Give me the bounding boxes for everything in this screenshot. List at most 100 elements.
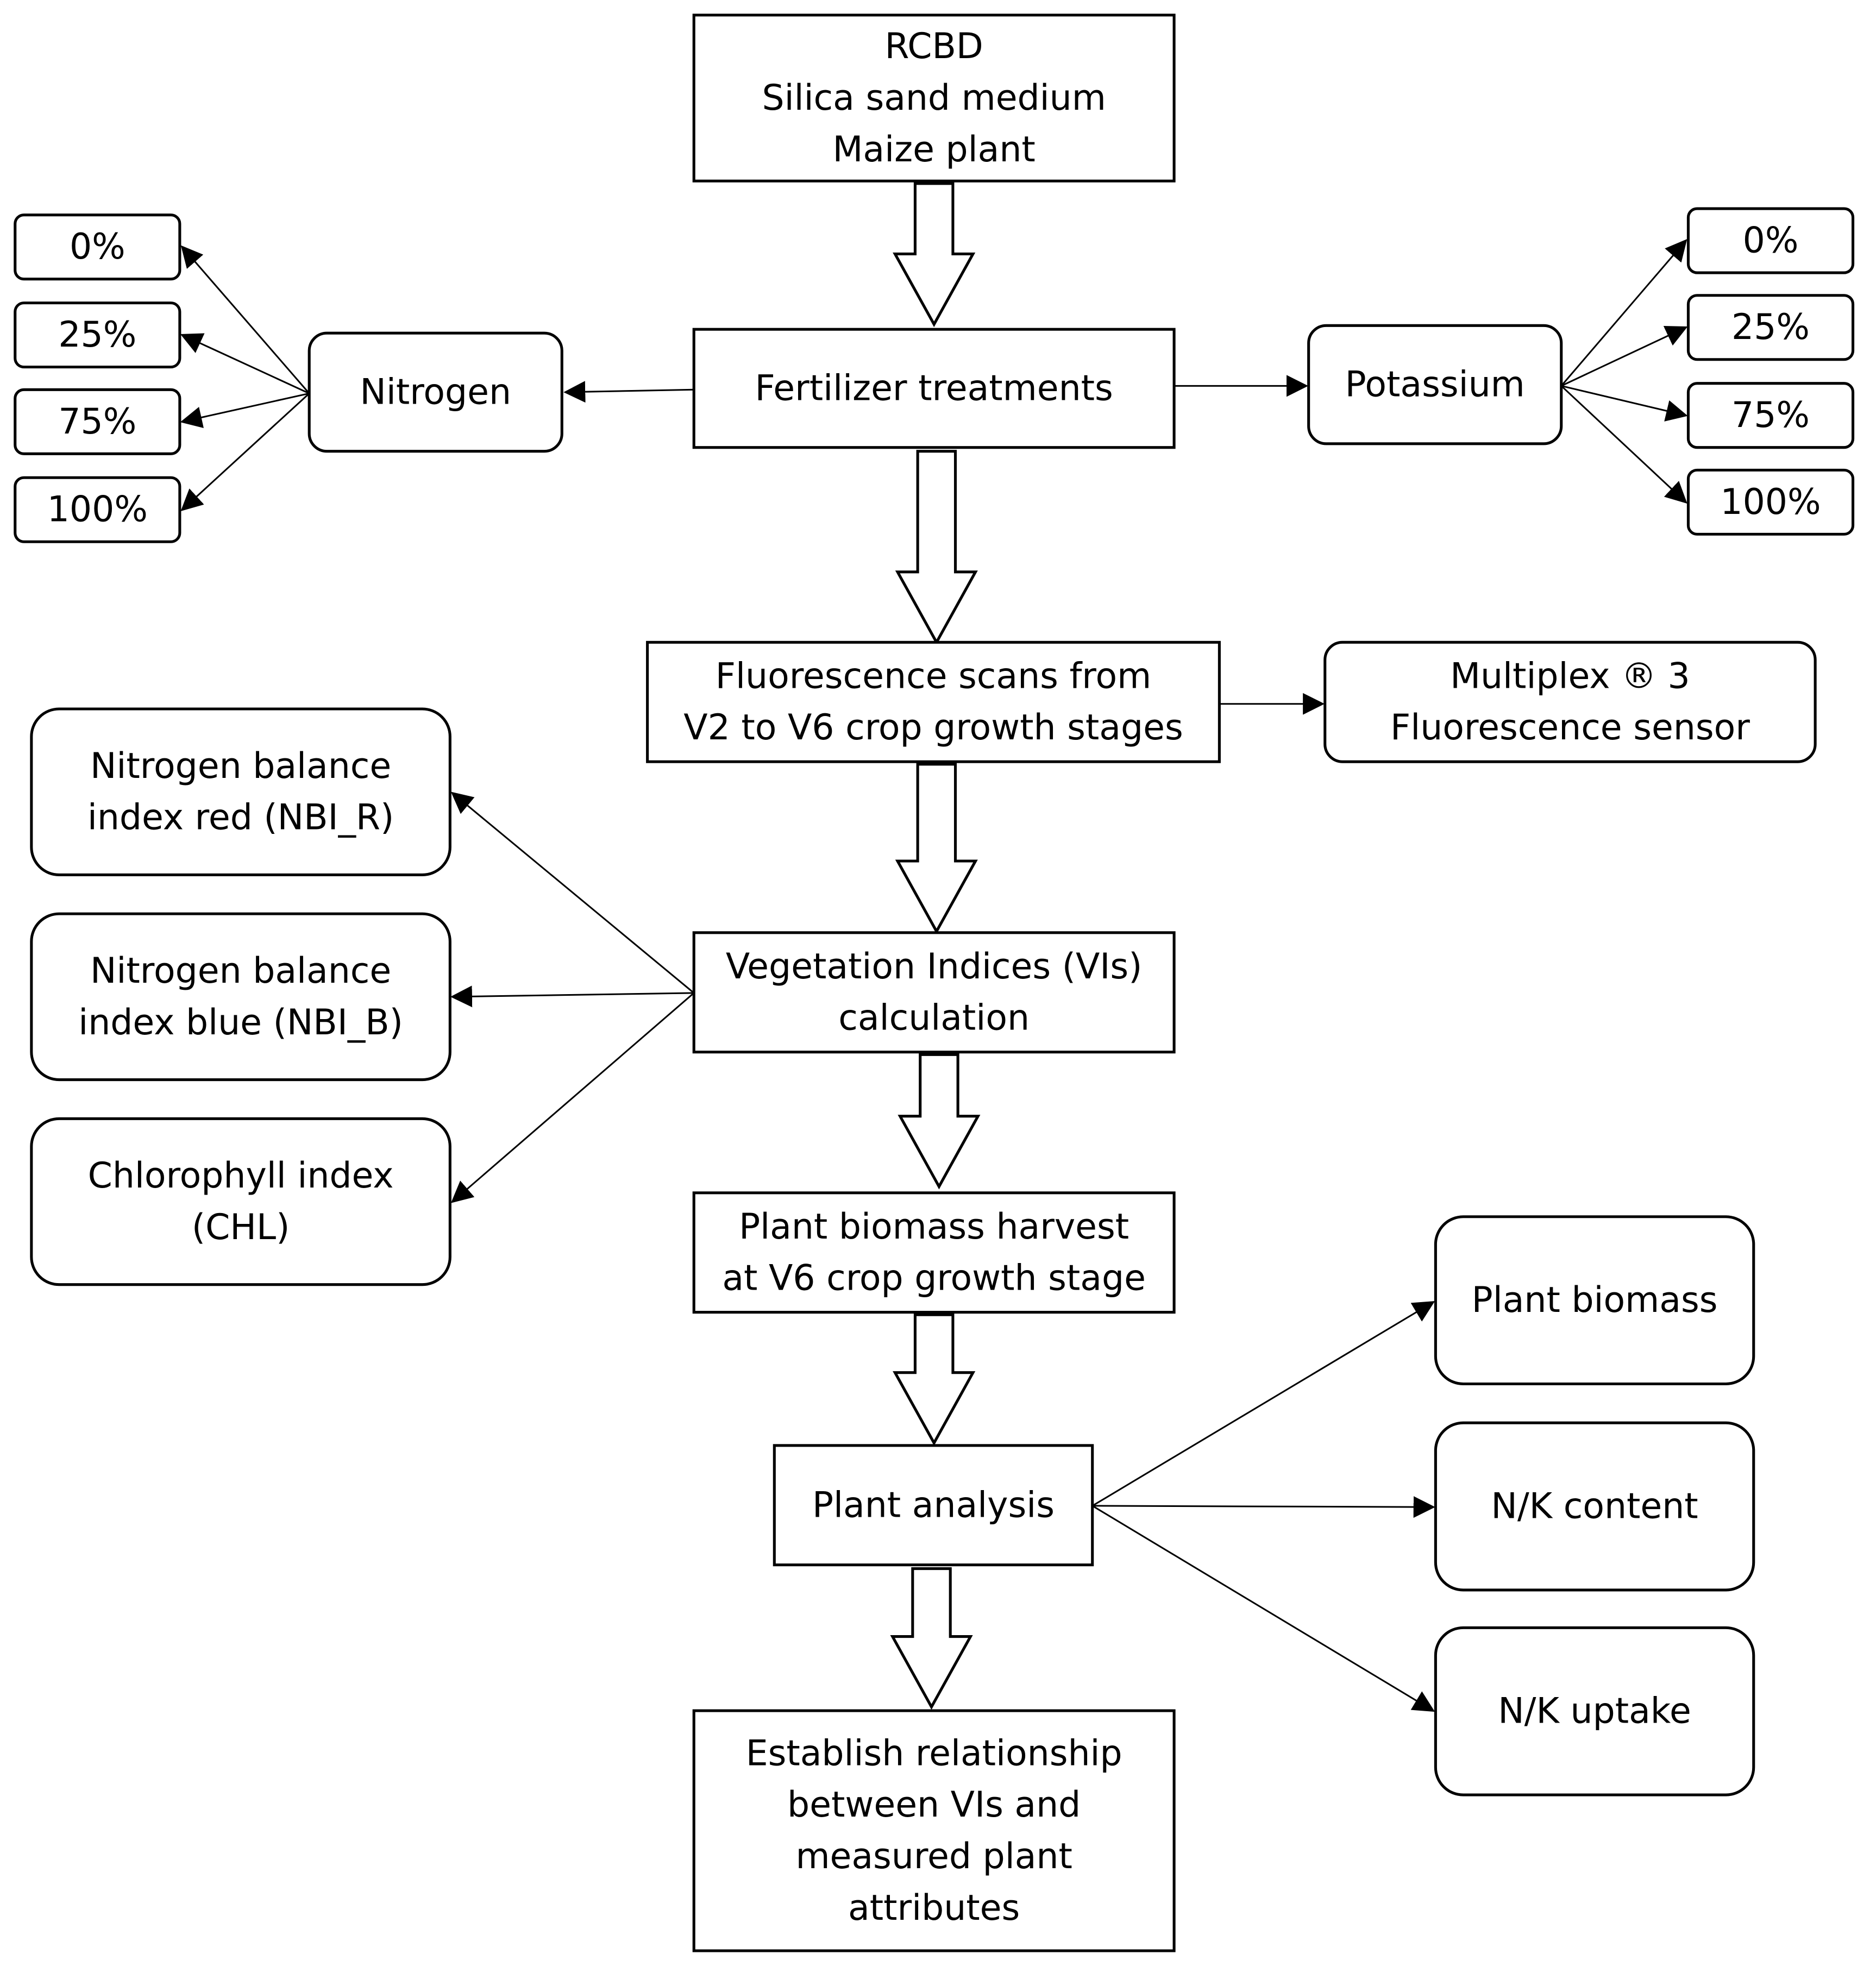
n-level-box: 0% xyxy=(14,213,181,281)
sensor-box: Multiplex ® 3 Fluorescence sensor xyxy=(1323,640,1817,763)
arrow-fertilizer-to-nitrogen xyxy=(563,381,694,403)
block-arrow-scans-to-vis xyxy=(895,763,978,934)
k-level-box: 25% xyxy=(1686,294,1855,361)
chl-box: Chlorophyll index (CHL) xyxy=(30,1117,451,1286)
block-arrow-vis-to-harvest xyxy=(898,1053,981,1190)
arrow-analysis-to-uptake xyxy=(1091,1505,1435,1712)
harvest-box: Plant biomass harvest at V6 crop growth s… xyxy=(692,1191,1176,1314)
potassium-box: Potassium xyxy=(1307,324,1563,445)
k-level-box: 0% xyxy=(1686,207,1855,274)
analysis-rect xyxy=(773,1444,1094,1567)
block-arrow-harvest-to-analysis xyxy=(893,1313,976,1446)
fertilizer-box: Fertilizer treatments xyxy=(692,328,1176,449)
chl-label-line: (CHL) xyxy=(192,1207,290,1248)
n-level-label: 75% xyxy=(58,401,136,442)
k-level-label: 0% xyxy=(1743,221,1799,261)
sensor-label-line: Multiplex ® 3 xyxy=(1450,656,1690,696)
design-label-line: RCBD xyxy=(884,26,983,67)
n-level-label: 0% xyxy=(70,227,126,267)
arrow-vis-to-nbi-r xyxy=(450,791,695,994)
vis-label-line: Vegetation Indices (VIs) xyxy=(726,946,1143,987)
fluorescence-label-line: Fluorescence scans from xyxy=(716,656,1151,696)
nk-uptake-box: N/K uptake xyxy=(1434,1626,1755,1796)
biomass-label-line: Plant biomass xyxy=(1472,1280,1718,1321)
k-level-label: 100% xyxy=(1720,482,1821,523)
relationship-label-line: measured plant xyxy=(795,1836,1072,1877)
nbi-b-box: Nitrogen balance index blue (NBI_B) xyxy=(30,912,451,1082)
vis-box: Vegetation Indices (VIs) calculation xyxy=(692,931,1176,1054)
analysis-box: Plant analysis xyxy=(773,1444,1094,1567)
fertilizer-label-line: Fertilizer treatments xyxy=(755,368,1113,409)
nk-uptake-label-line: N/K uptake xyxy=(1498,1691,1691,1732)
biomass-box: Plant biomass xyxy=(1434,1215,1755,1386)
nitrogen-rect xyxy=(308,331,563,453)
potassium-label-line: Potassium xyxy=(1345,365,1525,405)
n-level-label: 100% xyxy=(47,489,148,530)
k-level-rect xyxy=(1686,207,1855,274)
n-level-box: 100% xyxy=(14,476,181,543)
nk-content-label-line: N/K content xyxy=(1491,1486,1698,1527)
arrow-potassium-to-level xyxy=(1560,385,1687,504)
k-level-label: 75% xyxy=(1731,395,1810,436)
design-rect xyxy=(692,14,1176,183)
fluorescence-box: Fluorescence scans from V2 to V6 crop gro… xyxy=(646,640,1221,763)
nk-content-box: N/K content xyxy=(1434,1421,1755,1592)
vis-rect xyxy=(692,931,1176,1054)
arrow-analysis-to-content xyxy=(1092,1496,1435,1518)
block-arrow-design-to-fertilizer xyxy=(893,182,976,328)
nk-content-rect xyxy=(1434,1421,1755,1592)
nbi-b-label-line: index blue (NBI_B) xyxy=(78,1002,403,1043)
relationship-box: Establish relationship between VIs and mea… xyxy=(692,1709,1176,1952)
arrow-nitrogen-to-level xyxy=(180,392,310,428)
block-arrow-analysis-to-relationship xyxy=(890,1567,973,1710)
biomass-rect xyxy=(1434,1215,1755,1386)
relationship-label-line: attributes xyxy=(848,1888,1020,1928)
arrow-analysis-to-biomass xyxy=(1091,1301,1435,1507)
arrow-vis-to-chl xyxy=(450,992,695,1203)
arrow-nitrogen-to-level xyxy=(180,333,310,394)
n-level-rect xyxy=(14,388,181,455)
relationship-rect xyxy=(692,1709,1176,1952)
potassium-rect xyxy=(1307,324,1563,445)
nk-uptake-rect xyxy=(1434,1626,1755,1796)
arrow-nitrogen-to-level xyxy=(180,393,310,511)
k-level-rect xyxy=(1686,382,1855,449)
k-level-rect xyxy=(1686,468,1855,536)
k-level-box: 75% xyxy=(1686,382,1855,449)
nbi-r-rect xyxy=(30,707,451,876)
block-arrow-fertilizer-to-scans xyxy=(895,450,978,645)
nitrogen-box: Nitrogen xyxy=(308,331,563,453)
nbi-b-rect xyxy=(30,912,451,1082)
nbi-r-label-line: Nitrogen balance xyxy=(90,746,391,787)
relationship-label-line: between VIs and xyxy=(787,1785,1081,1825)
n-level-label: 25% xyxy=(58,315,136,355)
fluorescence-rect xyxy=(646,640,1221,763)
n-level-box: 75% xyxy=(14,388,181,455)
n-level-box: 25% xyxy=(14,301,181,369)
sensor-label-line: Fluorescence sensor xyxy=(1390,707,1750,748)
harvest-label-line: at V6 crop growth stage xyxy=(722,1258,1146,1299)
chl-label-line: Chlorophyll index xyxy=(88,1155,394,1196)
n-level-rect xyxy=(14,213,181,281)
design-label-line: Silica sand medium xyxy=(762,78,1106,118)
fertilizer-rect xyxy=(692,328,1176,449)
nbi-b-label-line: Nitrogen balance xyxy=(90,951,391,991)
relationship-label-line: Establish relationship xyxy=(746,1733,1122,1774)
analysis-label-line: Plant analysis xyxy=(812,1485,1055,1525)
arrow-potassium-to-level xyxy=(1560,239,1687,387)
harvest-label-line: Plant biomass harvest xyxy=(739,1207,1129,1247)
vis-label-line: calculation xyxy=(838,998,1030,1039)
connectors xyxy=(180,182,1688,1712)
arrow-nitrogen-to-level xyxy=(180,245,310,394)
sensor-rect xyxy=(1323,640,1817,763)
arrow-potassium-to-level xyxy=(1561,325,1688,387)
chl-rect xyxy=(30,1117,451,1286)
k-level-rect xyxy=(1686,294,1855,361)
n-level-rect xyxy=(14,301,181,369)
fluorescence-label-line: V2 to V6 crop growth stages xyxy=(683,707,1183,748)
nitrogen-label-line: Nitrogen xyxy=(360,372,511,412)
k-level-label: 25% xyxy=(1731,307,1810,348)
